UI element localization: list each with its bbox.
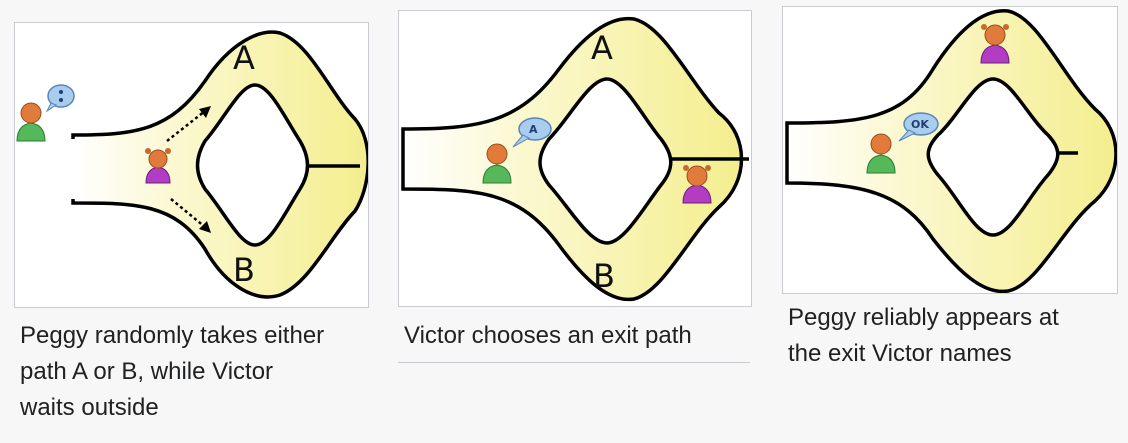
label-path-a: A	[233, 39, 255, 77]
caption-panel-2: Victor chooses an exit path	[404, 318, 754, 354]
label-path-a: A	[591, 29, 613, 67]
caption-line: Peggy reliably appears at	[788, 304, 1059, 331]
cave-diagram-3: OK	[785, 9, 1117, 293]
panel-victor-chooses: A B A	[398, 10, 752, 307]
bubble-text: OK	[911, 118, 929, 131]
victor-avatar	[866, 133, 896, 174]
victor-avatar	[482, 143, 512, 184]
arrow-to-b	[170, 198, 211, 233]
bubble-text: A	[529, 123, 538, 136]
arrow-to-a	[166, 106, 211, 142]
cave-diagram-2: A B A	[401, 16, 749, 302]
cave-entrance	[65, 139, 79, 199]
caption-line: Peggy randomly takes either	[20, 322, 325, 349]
panel-peggy-enters: A B	[14, 22, 369, 308]
cave-inner-ring	[195, 83, 310, 247]
caption-divider	[398, 362, 750, 363]
caption-line: Victor chooses an exit path	[404, 322, 692, 349]
caption-line: the exit Victor names	[788, 340, 1012, 367]
caption-panel-3: Peggy reliably appears at the exit Victo…	[788, 300, 1118, 372]
victor-avatar	[16, 102, 46, 142]
caption-line: path A or B, while Victor	[20, 358, 274, 385]
victor-speech-bubble: OK	[898, 112, 939, 142]
peggy-avatar	[980, 24, 1010, 64]
victor-thought-bubble	[45, 84, 75, 113]
label-path-b: B	[233, 251, 255, 289]
panel-peggy-appears: OK	[782, 6, 1118, 294]
cave-diagram-1: A B	[16, 30, 368, 299]
peggy-avatar	[145, 148, 171, 184]
peggy-avatar	[682, 165, 712, 204]
cave-inner-ring	[538, 77, 673, 245]
victor-speech-bubble: A	[512, 117, 552, 148]
label-path-b: B	[593, 257, 615, 295]
caption-panel-1: Peggy randomly takes either path A or B,…	[20, 318, 370, 426]
caption-line: waits outside	[20, 394, 159, 421]
cave-inner-ring	[926, 77, 1060, 237]
